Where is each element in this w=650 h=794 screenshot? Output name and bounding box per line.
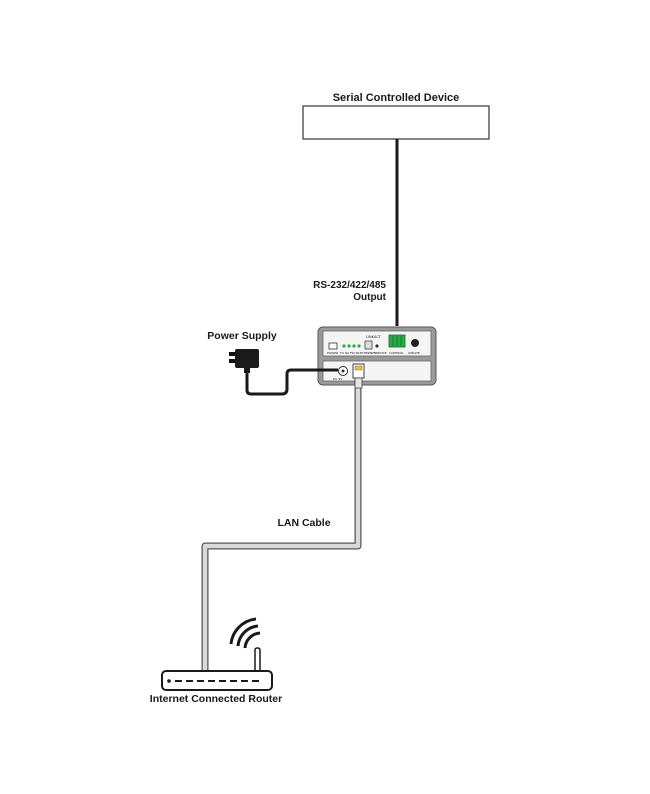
- service-button-icon: [375, 344, 379, 348]
- led-icon: [347, 344, 351, 348]
- panel-label-service: SERVICE: [374, 351, 387, 355]
- panel-label-act: ACT: [374, 335, 382, 339]
- panel-label-update: UPDATE: [408, 351, 420, 355]
- panel-label-dc: DC 5V: [333, 377, 343, 381]
- led-icon: [342, 344, 346, 348]
- rs232-label-line1: RS-232/422/485: [313, 280, 386, 291]
- power-adapter-icon: [229, 349, 259, 373]
- panel-label-power: POWER: [327, 351, 338, 355]
- serial-device-label: Serial Controlled Device: [333, 92, 460, 104]
- lan-cable: [202, 372, 361, 672]
- panel-label-txrx: TX RX FW RS: [339, 351, 360, 355]
- lan-cable-label: LAN Cable: [277, 517, 330, 529]
- panel-label-ethernet: ETHERNET: [360, 351, 376, 355]
- wifi-wave-icon: [243, 631, 261, 649]
- panel-label-control: CONTROL: [389, 351, 404, 355]
- panel-label-link: LINK: [366, 335, 375, 339]
- ethernet-port-icon: [364, 340, 373, 350]
- antenna-icon: [254, 647, 261, 673]
- router-label: Internet Connected Router: [150, 693, 282, 705]
- router-icon: [161, 617, 273, 691]
- wifi-wave-icon: [236, 624, 259, 647]
- led-icon: [352, 344, 356, 348]
- router-body: [161, 670, 273, 691]
- rs232-label-line2: Output: [353, 292, 386, 303]
- power-cable: [245, 368, 338, 396]
- power-supply-label: Power Supply: [207, 330, 277, 342]
- wifi-wave-icon: [229, 617, 257, 645]
- main-device: LINK ACT POWER TX RX FW RS ETHERNET SERV…: [317, 326, 437, 386]
- serial-device-box: [302, 105, 490, 140]
- update-button-icon: [411, 339, 419, 347]
- power-led-icon: [328, 342, 338, 350]
- led-icon: [357, 344, 361, 348]
